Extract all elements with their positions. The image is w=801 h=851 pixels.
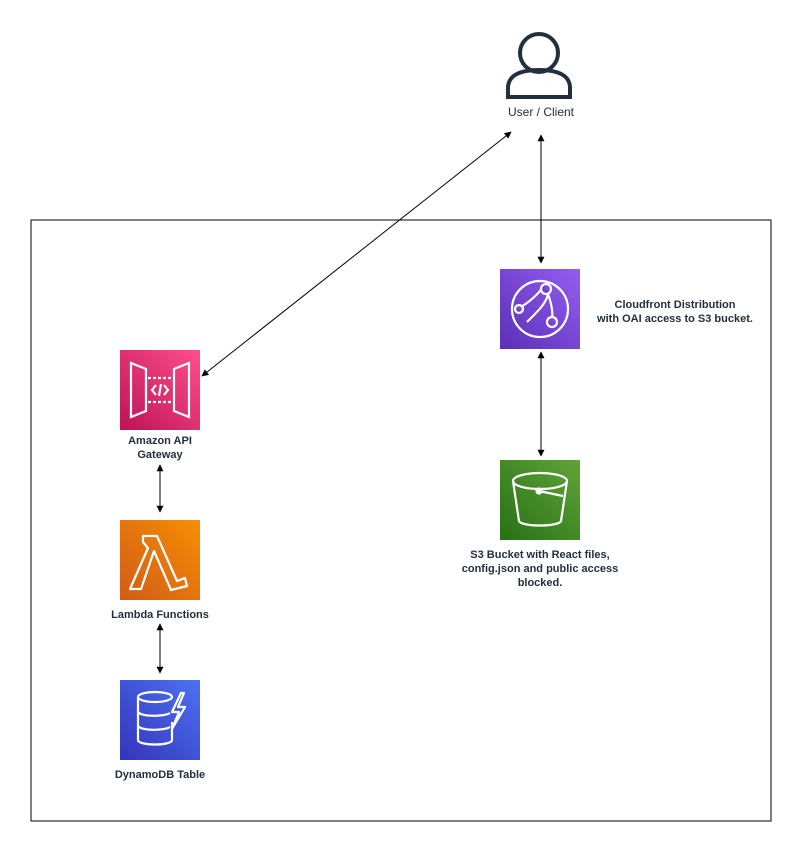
api-gateway-icon — [120, 350, 200, 430]
s3-label-line2: config.json and public access — [461, 563, 619, 575]
dynamodb-label: DynamoDB Table — [114, 769, 206, 781]
lambda-icon — [120, 520, 200, 600]
dynamodb-icon — [120, 680, 200, 760]
s3-label-line3: blocked. — [517, 577, 563, 589]
api-gateway-label: Amazon API Gateway — [100, 434, 220, 462]
user-label: User / Client — [508, 105, 575, 119]
api-gateway-label-line2: Gateway — [137, 449, 183, 461]
lambda-label: Lambda Functions — [111, 609, 209, 621]
api-gateway-label-line1: Amazon API — [128, 435, 192, 447]
connector-user-apigateway — [201, 131, 512, 377]
s3-bucket-icon — [500, 460, 580, 540]
cloudfront-label-line2: with OAI access to S3 bucket. — [597, 313, 753, 325]
cloudfront-icon — [500, 269, 580, 349]
user-icon — [506, 32, 572, 99]
cloudfront-label: Cloudfront Distribution with OAI access … — [590, 298, 760, 326]
s3-label: S3 Bucket with React files, config.json … — [460, 548, 620, 590]
cloudfront-label-line1: Cloudfront Distribution — [614, 299, 736, 311]
s3-label-line1: S3 Bucket with React files, — [470, 549, 610, 561]
